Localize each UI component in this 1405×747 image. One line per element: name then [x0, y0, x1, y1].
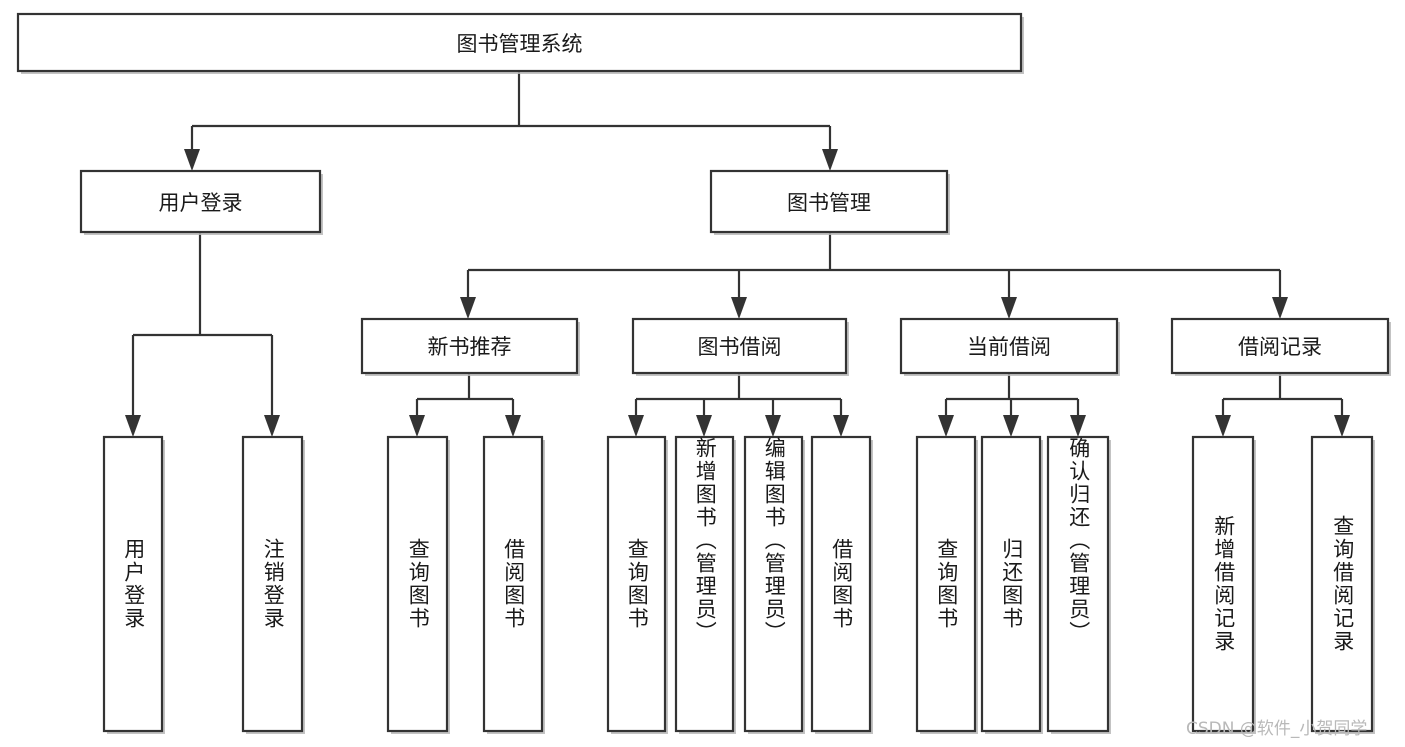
node-leaf-borrow-book-a[interactable] [482, 435, 544, 733]
arrowhead-leaf-edit-book [765, 415, 781, 437]
node-user-login[interactable] [79, 169, 322, 234]
node-leaf-add-book[interactable] [674, 435, 735, 733]
arrowhead-book-borrow [731, 297, 747, 319]
arrowhead-leaf-add-book [696, 415, 712, 437]
node-leaf-return-book[interactable] [980, 435, 1042, 733]
arrowhead-leaf-query-book-a [409, 415, 425, 437]
connector-layer [125, 70, 1350, 437]
arrowhead-leaf-add-record [1215, 415, 1231, 437]
arrowhead-leaf-query-record [1334, 415, 1350, 437]
node-leaf-query-book-c[interactable] [915, 435, 977, 733]
node-current-borrow[interactable] [899, 317, 1119, 375]
node-leaf-query-book-b[interactable] [606, 435, 667, 733]
arrowhead-borrow-record [1272, 297, 1288, 319]
node-leaf-confirm-return[interactable] [1046, 435, 1110, 733]
arrowhead-book-manage [822, 149, 838, 171]
node-leaf-edit-book[interactable] [743, 435, 804, 733]
arrowhead-leaf-query-book-c [938, 415, 954, 437]
node-leaf-query-record[interactable] [1310, 435, 1374, 733]
arrowhead-leaf-query-book-b [628, 415, 644, 437]
arrowhead-leaf-return-book [1003, 415, 1019, 437]
arrowhead-current-borrow [1001, 297, 1017, 319]
node-book-borrow[interactable] [631, 317, 848, 375]
node-leaf-add-record[interactable] [1191, 435, 1255, 733]
arrowhead-leaf-confirm-return [1070, 415, 1086, 437]
node-new-book-rec[interactable] [360, 317, 579, 375]
arrowhead-leaf-user-login [125, 415, 141, 437]
arrowhead-user-login [184, 149, 200, 171]
node-leaf-query-book-a[interactable] [386, 435, 449, 733]
arrowhead-leaf-logout [264, 415, 280, 437]
node-borrow-record[interactable] [1170, 317, 1390, 375]
node-leaf-logout[interactable] [241, 435, 304, 733]
node-leaf-user-login[interactable] [102, 435, 164, 733]
node-book-manage[interactable] [709, 169, 949, 234]
node-root[interactable] [16, 12, 1023, 73]
arrowhead-leaf-borrow-book-a [505, 415, 521, 437]
arrowhead-new-book-rec [460, 297, 476, 319]
node-leaf-borrow-book-b[interactable] [810, 435, 872, 733]
node-layer [16, 12, 1390, 733]
arrowhead-leaf-borrow-book-b [833, 415, 849, 437]
